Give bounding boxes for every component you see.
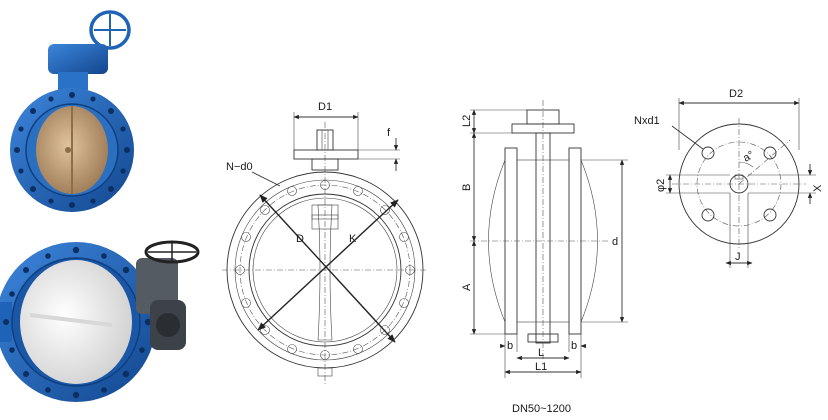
- label-d: D: [296, 233, 304, 245]
- label-d2: D2: [729, 88, 743, 100]
- side-view-drawing: [470, 100, 628, 378]
- top-flange-drawing: [666, 98, 816, 268]
- label-k: K: [349, 233, 357, 245]
- size-range-caption: DN50~1200: [512, 403, 571, 415]
- label-l: L: [538, 347, 544, 359]
- label-angle: a°: [741, 149, 756, 165]
- valve-photo-top: [10, 10, 134, 212]
- valve-photo-bottom: [0, 240, 200, 402]
- label-j: J: [735, 251, 741, 263]
- label-b-right: b: [571, 340, 577, 352]
- label-b-left: b: [507, 340, 513, 352]
- label-x: X: [812, 184, 824, 192]
- label-n-d0: N−d0: [226, 161, 253, 173]
- label-f: f: [387, 127, 391, 139]
- label-l1: L1: [535, 361, 547, 373]
- label-phi2: φ2: [655, 179, 667, 192]
- label-l2: L2: [461, 115, 473, 127]
- label-b: B: [461, 184, 473, 191]
- label-nxd1: Nxd1: [634, 115, 660, 127]
- front-view-drawing: [222, 112, 428, 385]
- label-d1: D1: [318, 101, 332, 113]
- label-a: A: [461, 283, 473, 291]
- label-d-bore: d: [612, 236, 618, 248]
